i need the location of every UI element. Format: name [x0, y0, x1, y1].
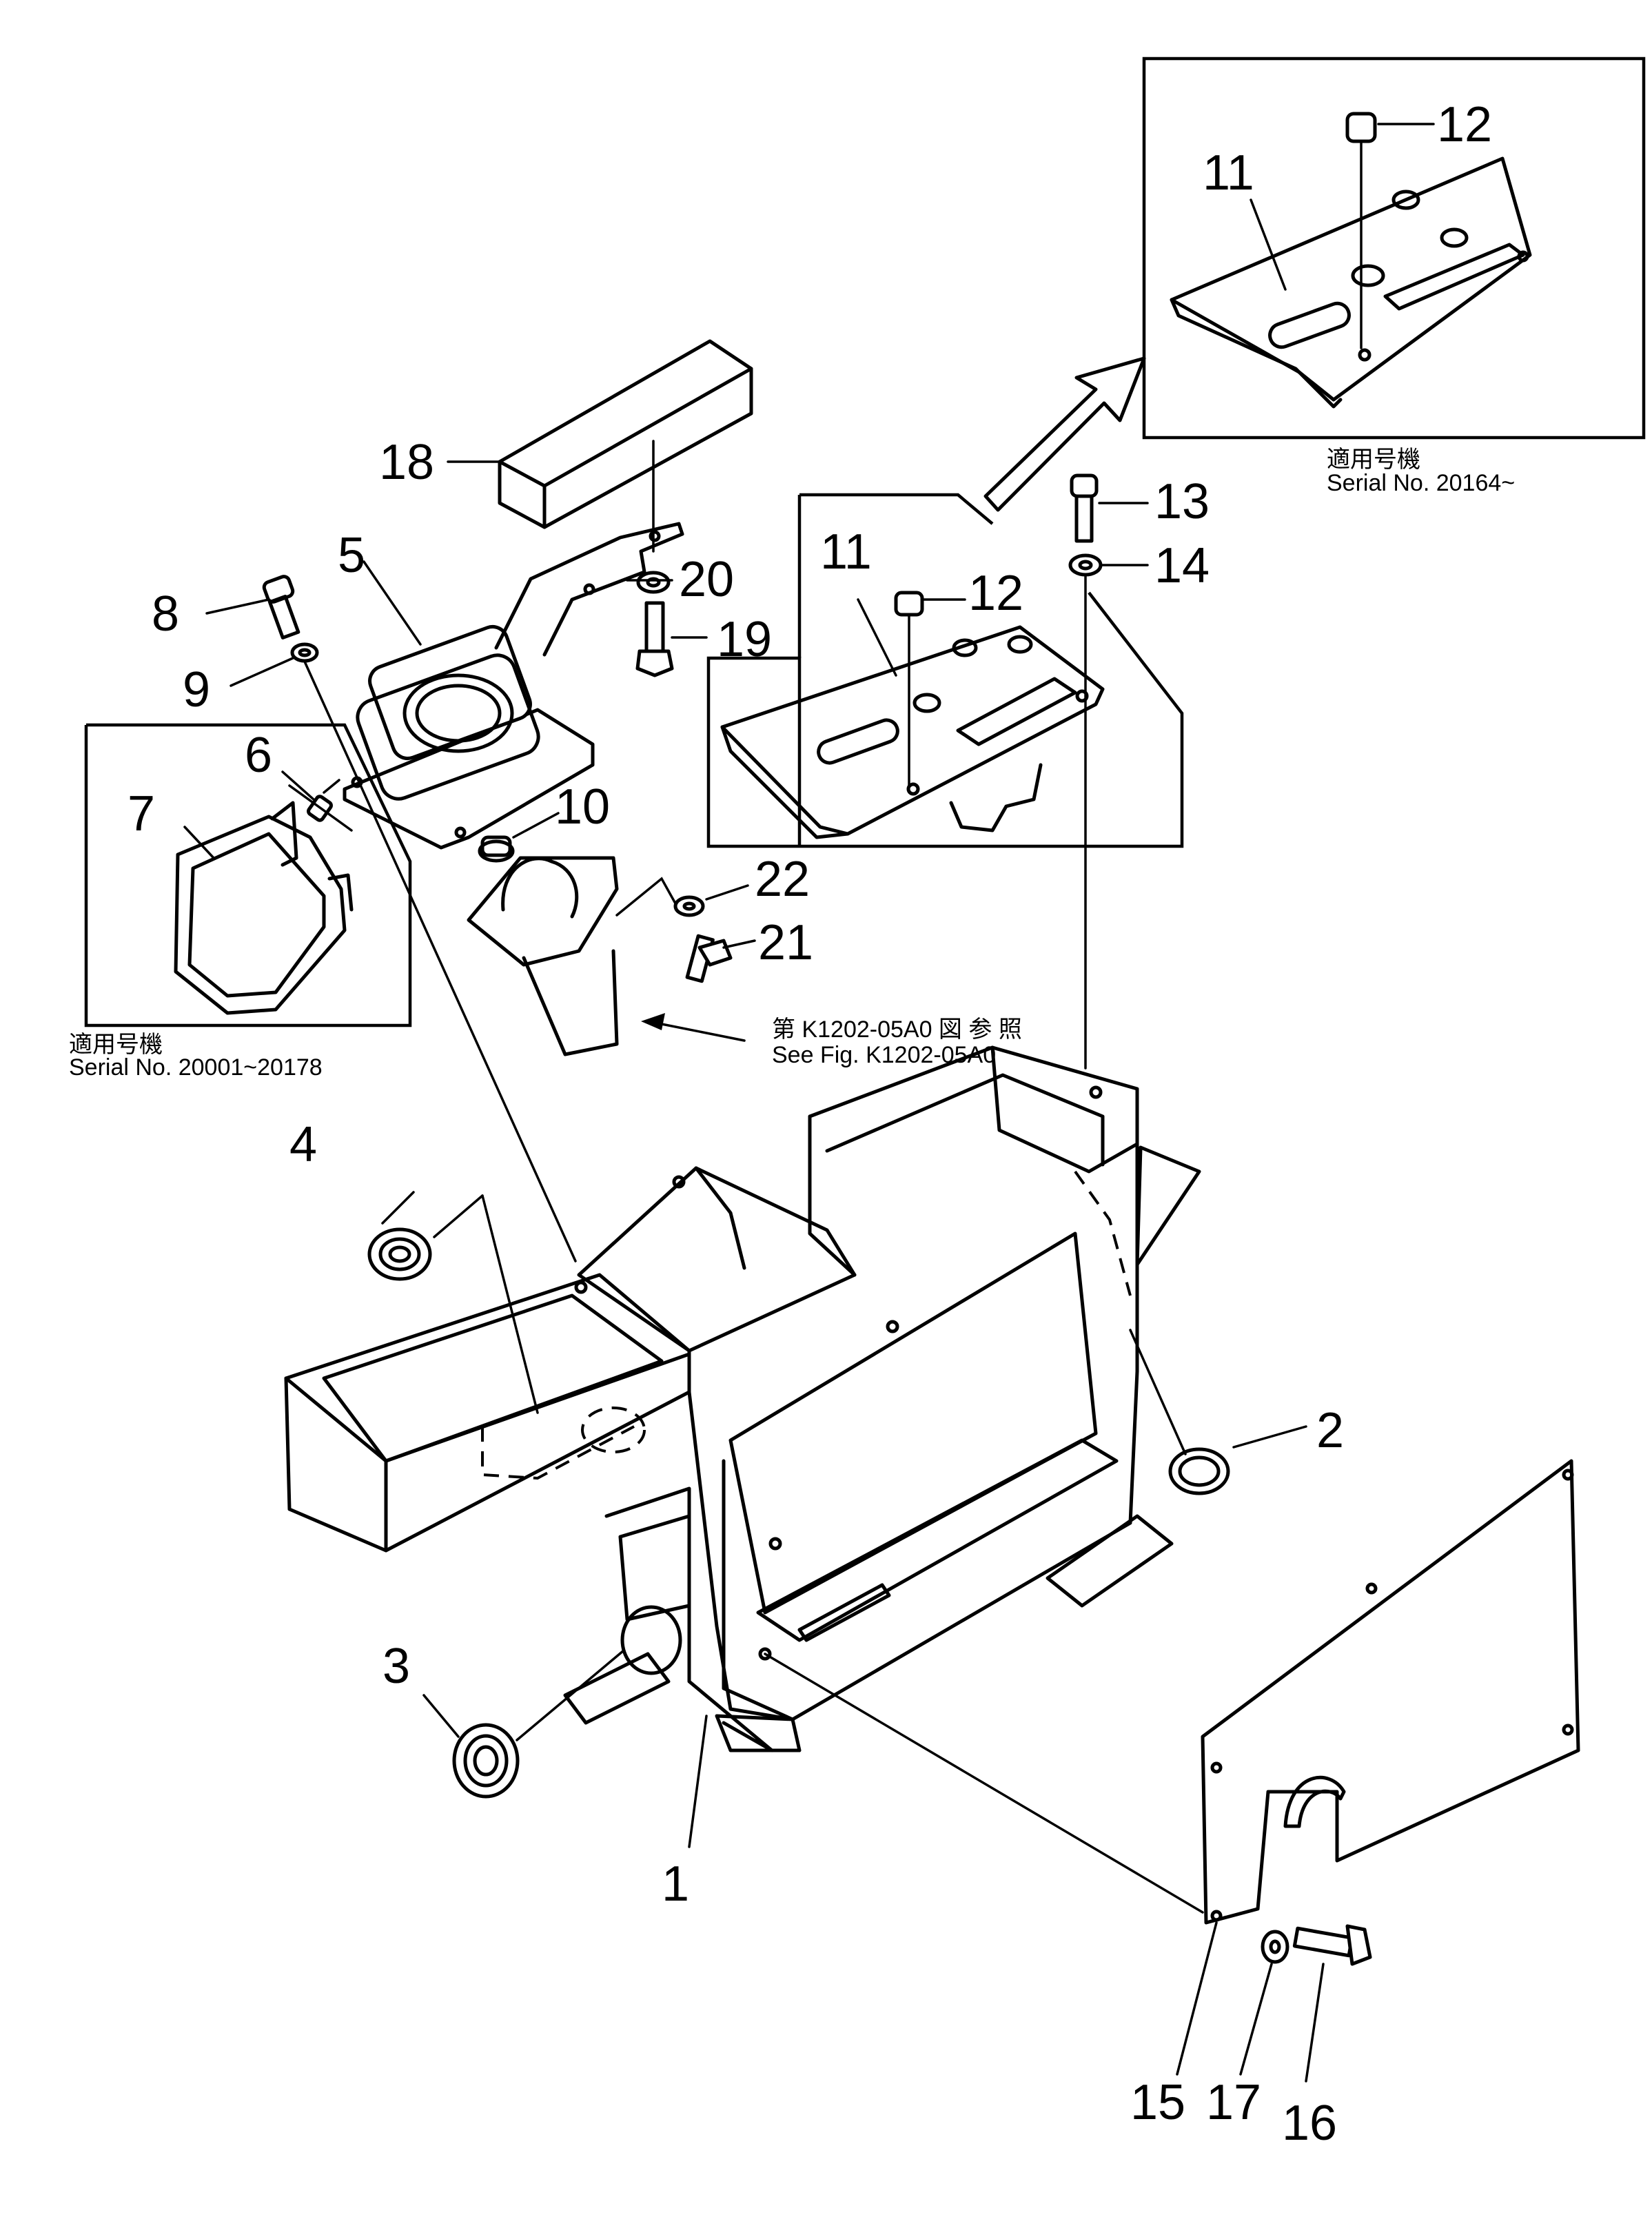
callout-14: 14 [1154, 538, 1210, 593]
washer-part-20 [636, 571, 671, 594]
callout-20: 20 [679, 552, 734, 607]
callout-1: 1 [662, 1857, 689, 1912]
assembly-lines [183, 123, 1435, 2083]
plug-part-12-inset [1345, 112, 1377, 349]
inset-frame-serial-20164 [1142, 57, 1646, 440]
bolt-part-13 [1070, 473, 1099, 543]
callout-13: 13 [1154, 474, 1210, 529]
callout-22: 22 [755, 852, 810, 907]
washer-part-9 [290, 642, 319, 663]
bolt-part-16 [1292, 1924, 1372, 1966]
cover-part-7 [174, 801, 354, 1015]
callout-6: 6 [245, 728, 272, 783]
note-inset-left-serial: Serial No. 20001~20178 [69, 1054, 323, 1081]
plug-part-12-center [894, 591, 924, 787]
note-reference-jp: 第 K1202-05A0 図 参 照 [772, 1016, 1022, 1043]
callout-8: 8 [152, 586, 179, 642]
control-lever-assembly [467, 835, 680, 1056]
callout-numbers: 1 2 3 4 5 6 7 8 9 10 11 11 12 12 13 14 1… [128, 97, 1492, 2151]
grommet-part-3 [452, 1723, 520, 1799]
callout-11-inset: 11 [1203, 145, 1254, 201]
callout-19: 19 [717, 612, 772, 667]
callout-2: 2 [1316, 1403, 1344, 1458]
callout-11-center: 11 [820, 524, 872, 580]
inset-frame-center [706, 493, 1184, 848]
callout-3: 3 [383, 1639, 410, 1694]
bolt-part-21 [685, 934, 733, 983]
side-cover-part-15 [1201, 1459, 1580, 1925]
boot-bracket-part-5 [343, 522, 684, 850]
note-inset-left-jp: 適用号機 [69, 1032, 163, 1058]
washer-part-17 [1261, 1930, 1289, 1964]
armrest-part-18 [498, 339, 753, 553]
console-frame-part-1 [284, 1045, 1201, 1752]
callout-21: 21 [758, 915, 813, 970]
bolt-part-8 [262, 575, 300, 640]
notes: 適用号機 Serial No. 20164~ 適用号機 Serial No. 2… [69, 447, 1515, 1081]
plate-part-11-inset [1170, 156, 1532, 409]
inset-frame-serial-20001 [84, 723, 412, 1027]
arrow-to-inset [983, 356, 1146, 512]
callout-9: 9 [183, 662, 210, 717]
grommet-part-4 [367, 1227, 432, 1281]
callout-10: 10 [555, 779, 610, 835]
bolt-part-19 [635, 601, 674, 677]
callout-12-inset: 12 [1437, 97, 1492, 152]
note-reference-en: See Fig. K1202-05A0 [772, 1042, 996, 1068]
washer-part-22 [673, 895, 705, 917]
note-inset-right-jp: 適用号機 [1327, 447, 1420, 473]
callout-18: 18 [379, 435, 434, 490]
grommet-part-2 [1168, 1447, 1230, 1495]
callout-17: 17 [1206, 2075, 1261, 2130]
callout-5: 5 [338, 528, 365, 583]
callout-12-center: 12 [968, 566, 1023, 621]
callout-7: 7 [128, 786, 155, 841]
plate-part-11-center [720, 625, 1105, 839]
callout-16: 16 [1282, 2096, 1337, 2151]
callout-4: 4 [289, 1117, 317, 1172]
callout-15: 15 [1130, 2075, 1185, 2130]
note-inset-right-serial: Serial No. 20164~ [1327, 470, 1515, 496]
washer-part-14 [1068, 553, 1103, 577]
